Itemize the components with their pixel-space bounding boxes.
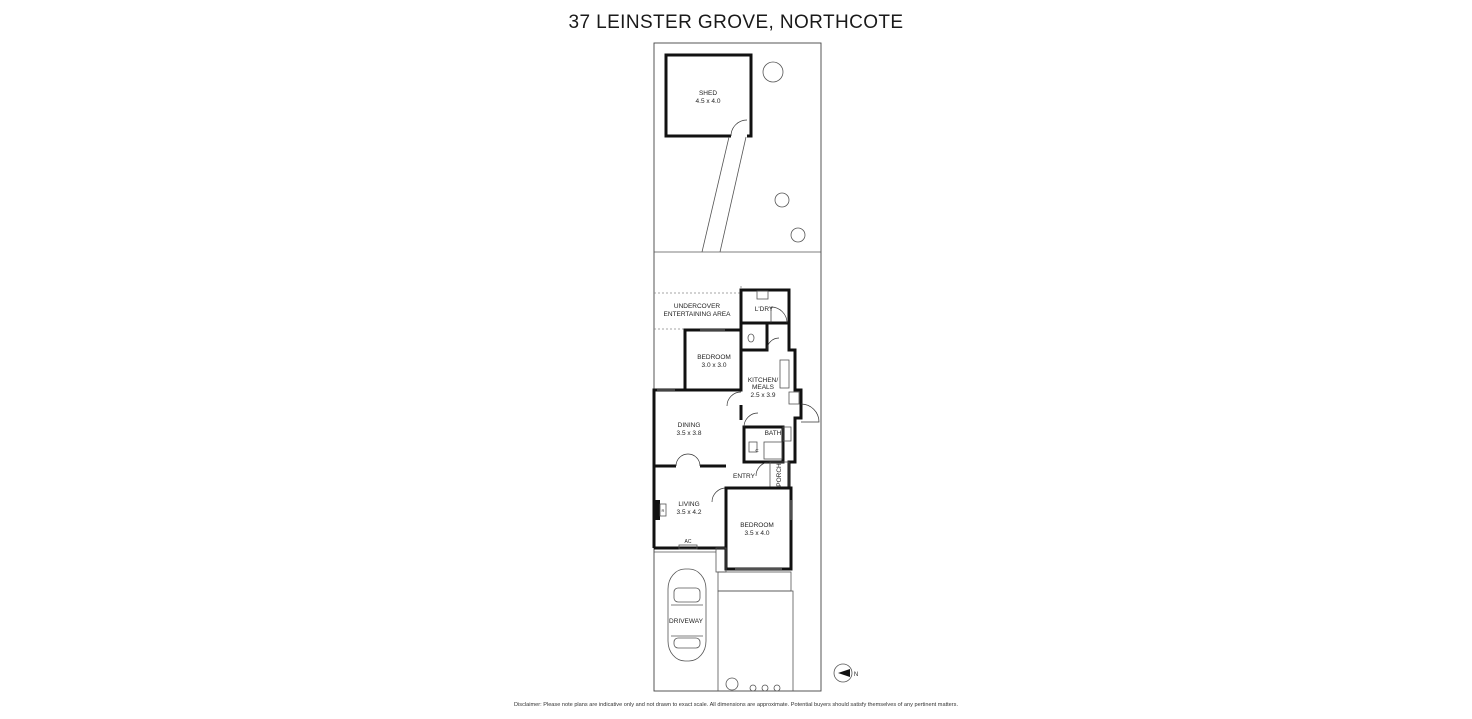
shed-door [730,119,748,137]
north-arrow-icon [833,663,853,683]
kitchen-size: 2.5 x 3.9 [751,392,776,399]
bath-label: BATH [765,430,782,437]
entry-label: ENTRY [733,473,756,480]
living-size: 3.5 x 4.2 [677,509,702,516]
bedroom-1-door [726,391,742,407]
bedroom-1-size: 3.0 x 3.0 [702,362,727,369]
shrub-icon [725,677,739,691]
planter-box [717,571,792,592]
bedroom-1-label: BEDROOM [697,354,731,361]
shed [664,53,753,138]
laundry-door [770,306,788,324]
bath-c-label: C [755,448,759,453]
kitchen-label-2: MEALS [752,384,775,391]
laundry-label: L'DRY [755,306,774,313]
plan-title: 37 LEINSTER GROVE, NORTHCOTE [568,12,904,33]
fireplace-label: R [662,508,665,513]
fireplace-hearth [659,503,667,517]
double-door [675,453,701,467]
entry-door [755,461,771,477]
ac-unit-icon [678,544,698,550]
basin-icon [748,441,758,453]
bedroom-2-label: BEDROOM [740,522,774,529]
kitchen-bench-icon [779,359,790,389]
bathtub-icon [763,441,783,460]
dining-label: DINING [678,422,701,429]
disclaimer: Disclaimer: Please note plans are indica… [514,702,958,708]
porch-side-door [800,403,820,423]
shower-icon [782,426,792,442]
laundry-tub-icon [756,290,769,300]
tree-icon [762,61,784,83]
ac-label: AC [685,539,692,545]
wc-door [766,337,780,351]
kitchen-label-1: KITCHEN/ [748,377,779,384]
dining-wall [652,388,685,548]
dining-size: 3.5 x 3.8 [677,430,702,437]
living-door [711,487,727,503]
toilet-icon [747,333,755,343]
stove-icon [788,391,800,405]
car-icon [667,568,707,662]
living-label: LIVING [678,501,699,508]
porch-label: PORCH [776,463,783,487]
tree-icon [774,192,790,208]
bath [742,425,785,464]
garden-path [719,136,747,253]
driveway-label: DRIVEWAY [669,618,704,625]
shed-label: SHED [699,90,717,97]
front-garden-bed [717,590,794,692]
shrub-icon [761,684,769,692]
undercover-label-1: UNDERCOVER [674,303,721,310]
north-label: N [854,672,858,678]
bath-door [743,412,759,428]
garden-path [701,136,730,253]
house-wall [787,290,803,488]
shrub-icon [749,684,757,692]
bedroom-2-size: 3.5 x 4.0 [745,530,770,537]
fireplace-icon [654,500,660,520]
shed-size: 4.5 x 4.0 [696,98,721,105]
tree-icon [790,227,806,243]
living-wall [654,486,789,550]
shrub-icon [773,684,781,692]
undercover-label-2: ENTERTAINING AREA [664,311,732,318]
